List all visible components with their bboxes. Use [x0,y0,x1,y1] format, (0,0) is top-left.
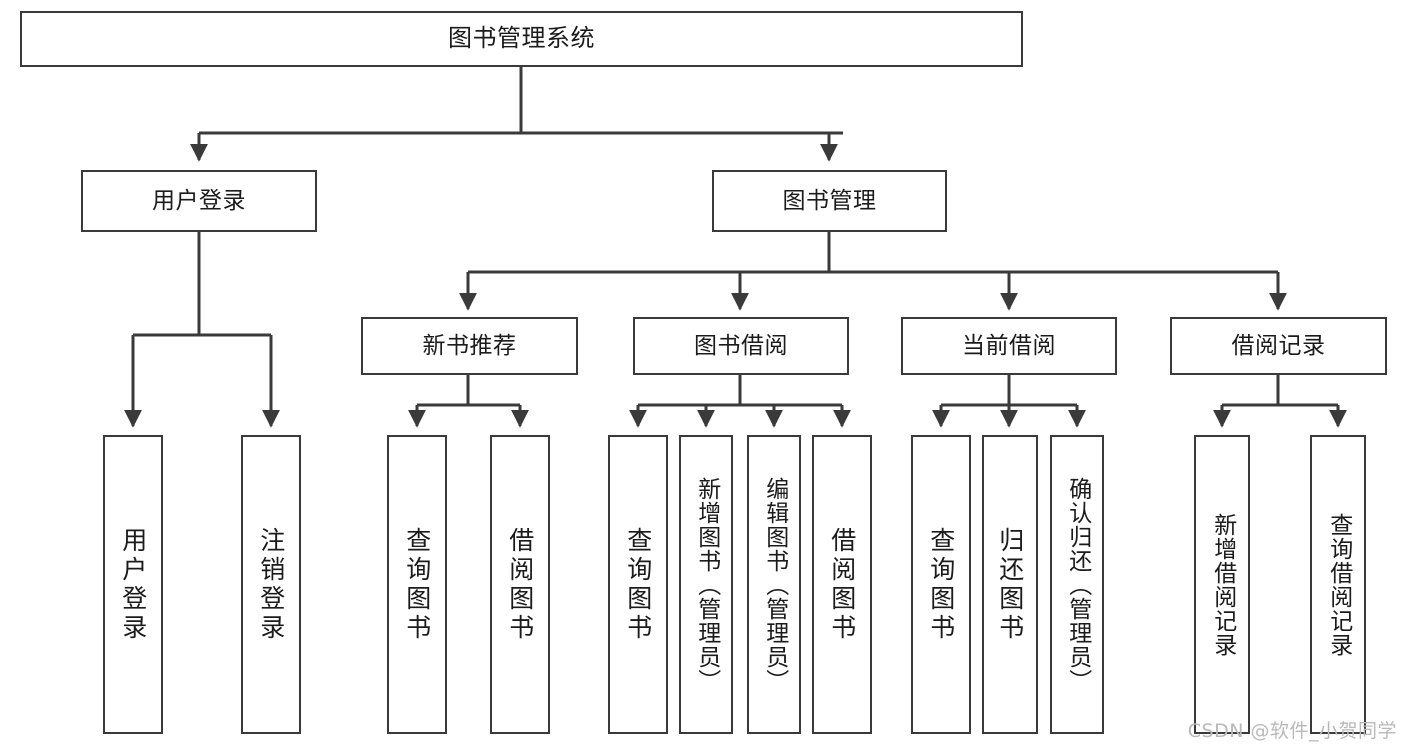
node-new-book-recommend-label: 新书推荐 [422,332,517,359]
leaf-query-book-borrow[interactable]: 查询图书 [608,435,668,734]
leaf-query-book-borrow-label: 查询图书 [623,526,653,643]
node-book-borrow-label: 图书借阅 [694,332,788,359]
leaf-query-book-recommend-label: 查询图书 [402,526,432,643]
leaf-query-book-current[interactable]: 查询图书 [911,435,971,734]
leaf-query-borrow-record[interactable]: 查询借阅记录 [1310,435,1366,734]
leaf-logout-login-label: 注销登录 [256,526,286,643]
leaf-query-book-recommend[interactable]: 查询图书 [387,435,447,734]
leaf-add-borrow-record-label: 新增借阅记录 [1209,512,1236,657]
leaf-borrow-book[interactable]: 借阅图书 [812,435,872,734]
node-borrow-record-label: 借阅记录 [1231,332,1326,359]
leaf-edit-book-admin[interactable]: 编辑图书（管理员） [747,435,801,734]
leaf-confirm-return-admin-label: 确认归还（管理员） [1064,476,1091,693]
node-book-management[interactable]: 图书管理 [712,170,947,232]
node-root-label: 图书管理系统 [448,24,595,53]
leaf-edit-book-admin-label: 编辑图书（管理员） [761,476,788,693]
node-book-management-label: 图书管理 [782,187,877,214]
leaf-user-login[interactable]: 用户登录 [103,435,163,734]
node-user-login-label: 用户登录 [152,187,246,214]
node-book-borrow[interactable]: 图书借阅 [633,317,849,375]
node-new-book-recommend[interactable]: 新书推荐 [361,317,578,375]
leaf-add-book-admin-label: 新增图书（管理员） [693,476,720,693]
leaf-borrow-book-recommend-label: 借阅图书 [505,526,535,643]
leaf-confirm-return-admin[interactable]: 确认归还（管理员） [1050,435,1104,734]
leaf-logout-login[interactable]: 注销登录 [241,435,301,734]
node-borrow-record[interactable]: 借阅记录 [1170,317,1387,375]
node-root[interactable]: 图书管理系统 [20,11,1023,67]
node-current-borrow[interactable]: 当前借阅 [901,317,1117,375]
leaf-add-book-admin[interactable]: 新增图书（管理员） [679,435,733,734]
leaf-return-book-label: 归还图书 [995,526,1025,643]
leaf-user-login-label: 用户登录 [118,526,148,643]
node-user-login[interactable]: 用户登录 [81,170,317,232]
leaf-query-book-current-label: 查询图书 [926,526,956,643]
leaf-add-borrow-record[interactable]: 新增借阅记录 [1194,435,1250,734]
leaf-borrow-book-recommend[interactable]: 借阅图书 [490,435,550,734]
leaf-return-book[interactable]: 归还图书 [982,435,1038,734]
node-current-borrow-label: 当前借阅 [962,332,1056,359]
leaf-query-borrow-record-label: 查询借阅记录 [1325,512,1352,657]
leaf-borrow-book-label: 借阅图书 [827,526,857,643]
